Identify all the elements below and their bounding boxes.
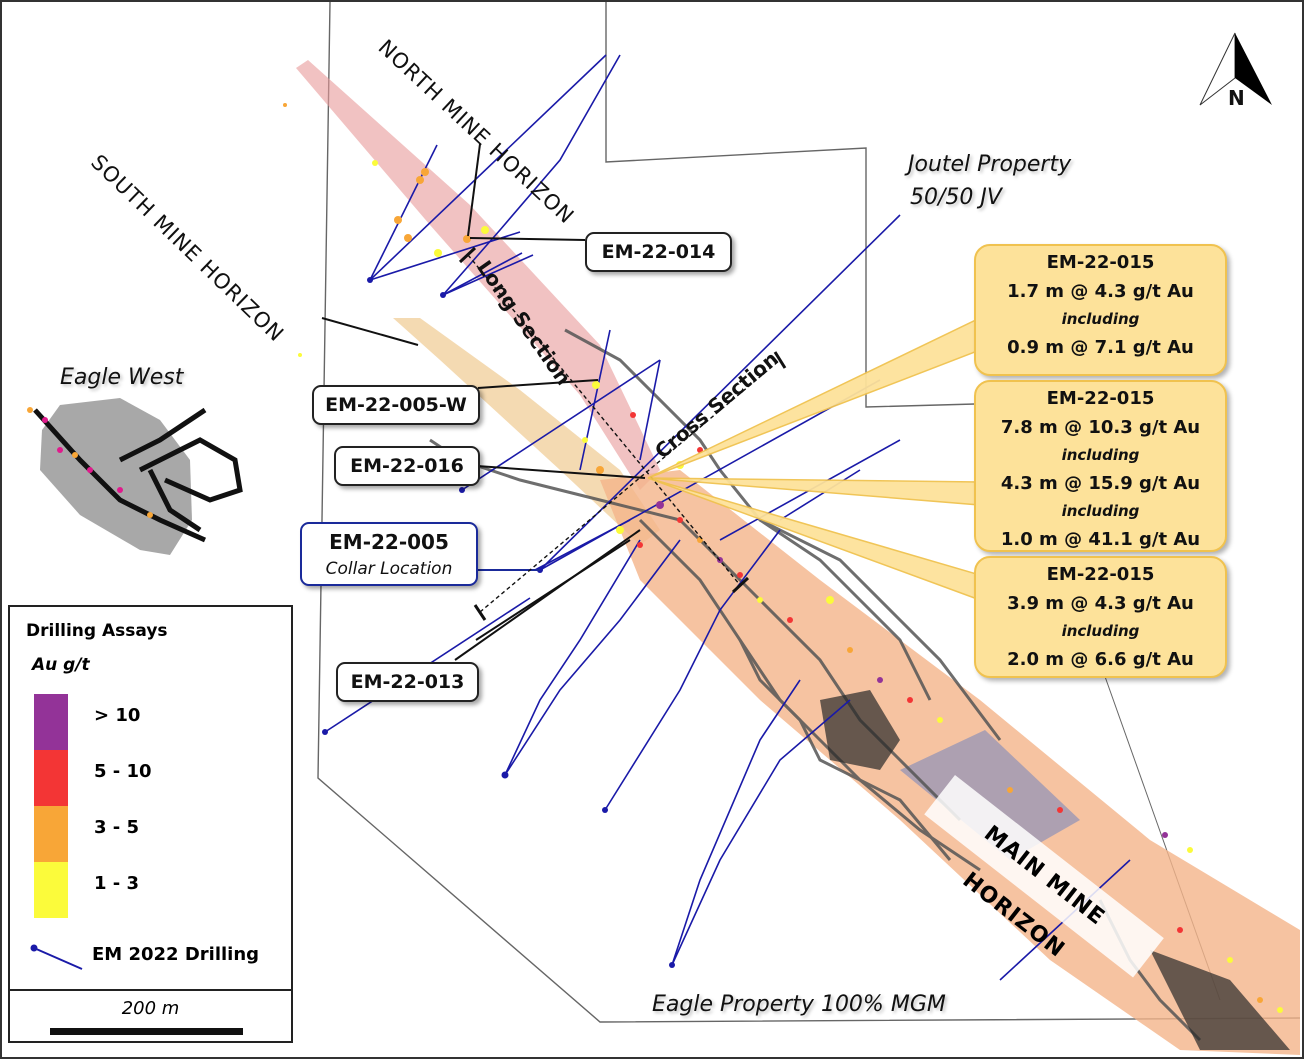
eagle-west-label: Eagle West — [60, 365, 184, 390]
north-arrow-icon — [1199, 32, 1272, 106]
result-callout-1[interactable]: EM-22-015 1.7 m @ 4.3 g/t Au including 0… — [974, 244, 1227, 376]
callout-leaders — [321, 143, 646, 661]
joutel-property-label: Joutel Property — [908, 152, 1072, 177]
drill-collars — [322, 277, 675, 968]
legend: Drilling Assays Au g/t > 10 5 - 10 3 - 5… — [8, 605, 293, 1043]
result-interval: 3.9 m @ 4.3 g/t Au — [1007, 593, 1194, 614]
drilling-line-icon — [30, 944, 83, 970]
result-callout-3[interactable]: EM-22-015 3.9 m @ 4.3 g/t Au including 2… — [974, 556, 1227, 678]
legend-label-1-3: 1 - 3 — [94, 873, 140, 894]
legend-swatch-5-10 — [34, 750, 68, 806]
result-interval: 4.3 m @ 15.9 g/t Au — [1000, 473, 1201, 494]
legend-swatch-3-5 — [34, 806, 68, 862]
joutel-jv-label: 50/50 JV — [910, 185, 1002, 210]
result-including: including — [1061, 502, 1140, 520]
legend-divider — [10, 989, 291, 991]
hole-callout-em-22-013[interactable]: EM-22-013 — [336, 662, 479, 702]
hole-callout-em-22-014[interactable]: EM-22-014 — [585, 232, 732, 272]
legend-swatch-gt10 — [34, 694, 68, 750]
result-hole: EM-22-015 — [1046, 252, 1155, 273]
result-callout-2[interactable]: EM-22-015 7.8 m @ 10.3 g/t Au including … — [974, 380, 1227, 552]
north-arrow-label: N — [1228, 86, 1245, 110]
underground-workings-dense — [820, 690, 1290, 1050]
stope-block — [900, 730, 1080, 860]
section-end-ticks — [458, 246, 787, 621]
em-22-005-subtitle: Collar Location — [325, 559, 453, 579]
result-including: including — [1061, 622, 1140, 640]
result-including: including — [1061, 446, 1140, 464]
legend-unit: Au g/t — [32, 655, 90, 675]
legend-label-5-10: 5 - 10 — [94, 761, 152, 782]
scale-bar-label: 200 m — [121, 998, 180, 1019]
legend-drilling-label: EM 2022 Drilling — [92, 944, 260, 965]
em-22-005-title: EM-22-005 — [329, 530, 449, 554]
result-interval: 2.0 m @ 6.6 g/t Au — [1007, 649, 1194, 670]
hole-callout-em-22-016[interactable]: EM-22-016 — [334, 446, 480, 486]
legend-label-gt10: > 10 — [94, 705, 141, 726]
legend-swatch-1-3 — [34, 862, 68, 918]
scale-bar — [50, 1028, 243, 1035]
result-hole: EM-22-015 — [1046, 564, 1155, 585]
assay-points — [283, 103, 1283, 1013]
eagle-west-deposit — [27, 398, 243, 555]
hole-callout-em-22-005-w[interactable]: EM-22-005-W — [312, 385, 480, 425]
south-mine-horizon-zone — [393, 318, 660, 545]
result-interval: 0.9 m @ 7.1 g/t Au — [1007, 337, 1194, 358]
legend-label-3-5: 3 - 5 — [94, 817, 140, 838]
result-interval: 7.8 m @ 10.3 g/t Au — [1000, 417, 1201, 438]
result-interval: 1.0 m @ 41.1 g/t Au — [1000, 529, 1201, 550]
result-hole: EM-22-015 — [1046, 388, 1155, 409]
result-including: including — [1061, 310, 1140, 328]
legend-title: Drilling Assays — [26, 621, 168, 641]
eagle-property-label: Eagle Property 100% MGM — [652, 992, 946, 1017]
result-interval: 1.7 m @ 4.3 g/t Au — [1007, 281, 1194, 302]
hole-callout-em-22-005[interactable]: EM-22-005 Collar Location — [300, 522, 478, 586]
section-lines — [467, 254, 781, 613]
